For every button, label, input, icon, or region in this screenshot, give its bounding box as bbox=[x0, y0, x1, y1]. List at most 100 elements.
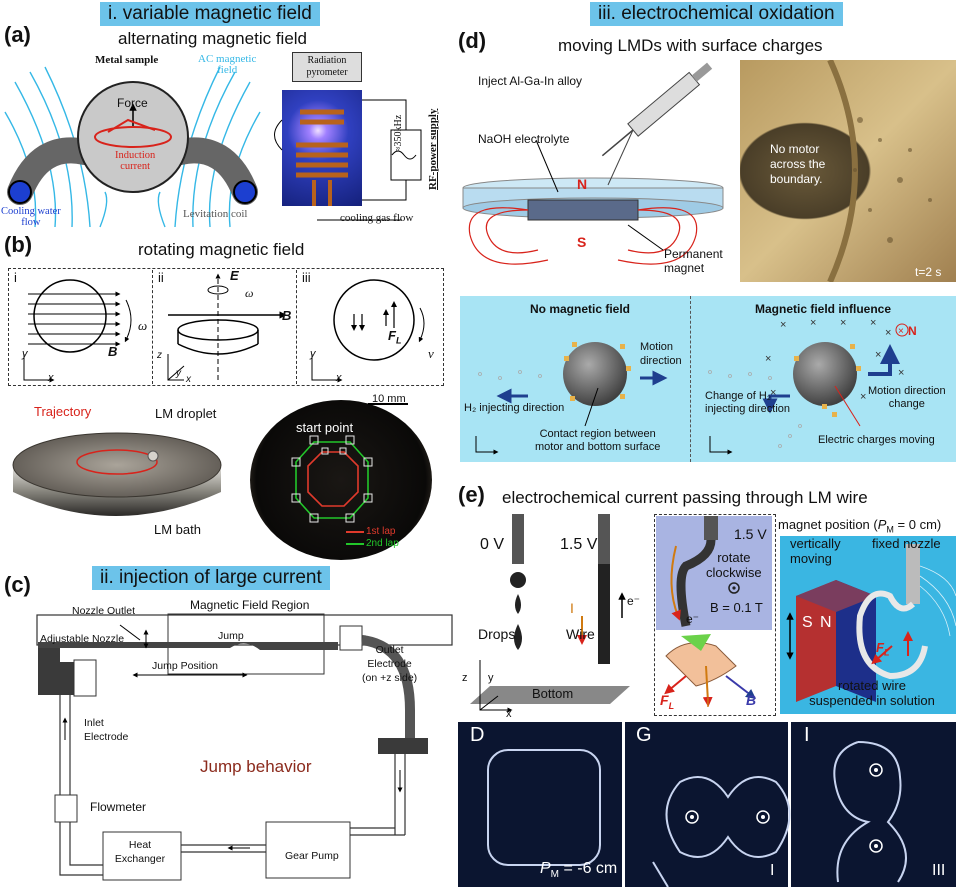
axis-y-i: y bbox=[22, 348, 28, 360]
wire-label: Wire bbox=[566, 626, 595, 642]
electric-charges-label: Electric charges moving bbox=[818, 434, 935, 446]
svg-text:×: × bbox=[898, 326, 904, 337]
lorentz-force-label-e: FL bbox=[660, 692, 674, 711]
axis-y-e: y bbox=[488, 672, 494, 684]
electron-label: e⁻ bbox=[627, 594, 640, 608]
levitation-coil-label: Levitation coil bbox=[183, 208, 247, 220]
voltage-15b-label: 1.5 V bbox=[734, 526, 767, 542]
b-field-label-ii: B bbox=[282, 308, 291, 323]
start-point-label: start point bbox=[296, 420, 353, 435]
jump-label: Jump bbox=[218, 630, 244, 642]
n-field-marker: N bbox=[908, 324, 917, 338]
field-influence-heading: Magnetic field influence bbox=[755, 302, 891, 316]
panel-d-title: moving LMDs with surface charges bbox=[558, 36, 823, 56]
axis-y-iii: y bbox=[310, 348, 316, 360]
time-label: t=2 s bbox=[915, 265, 941, 279]
photo-D-label: D bbox=[470, 724, 484, 747]
current-I-label-b: I bbox=[706, 694, 710, 710]
south-pole-label: S bbox=[577, 234, 586, 250]
no-field-heading: No magnetic field bbox=[530, 302, 630, 316]
svg-text:×: × bbox=[885, 327, 891, 339]
roman-I-label: I bbox=[770, 862, 774, 880]
svg-text:×: × bbox=[860, 391, 866, 403]
inject-label: Inject Al-Ga-In alloy bbox=[478, 74, 582, 88]
magnet-n-label: N bbox=[820, 614, 832, 632]
panel-e-title: electrochemical current passing through … bbox=[502, 488, 868, 508]
h2-direction-label: H₂ injecting direction bbox=[464, 402, 564, 414]
motion-change-label: Motion directionchange bbox=[868, 385, 946, 411]
panel-b-title: rotating magnetic field bbox=[138, 240, 304, 260]
magnet-position-label: magnet position (PM = 0 cm) bbox=[778, 517, 941, 535]
lorentz-force-label-photo: FL bbox=[876, 640, 889, 658]
axis-x-e: x bbox=[506, 708, 512, 720]
rotated-wire-label: rotated wiresuspended in solution bbox=[792, 678, 952, 708]
omega-label-i: ω bbox=[138, 318, 147, 334]
naoh-label: NaOH electrolyte bbox=[478, 132, 569, 146]
jump-behavior-label: Jump behavior bbox=[200, 757, 312, 777]
magnet-s-label: S bbox=[802, 614, 813, 632]
north-pole-label: N bbox=[577, 176, 587, 192]
lap1-label: 1st lap bbox=[366, 526, 395, 537]
field-strength-label: B = 0.1 T bbox=[710, 600, 763, 615]
fixed-nozzle-label: fixed nozzle bbox=[872, 536, 941, 551]
freq-label: ≈350kHz bbox=[393, 115, 404, 152]
electron-label-b: e⁻ bbox=[686, 612, 699, 626]
contact-region-label: Contact region betweenmotor and bottom s… bbox=[535, 428, 660, 454]
velocity-label: v bbox=[428, 346, 434, 362]
panel-label-d: (d) bbox=[458, 28, 486, 54]
lm-droplet-label: LM droplet bbox=[155, 406, 216, 421]
nozzle-outlet-label: Nozzle Outlet bbox=[72, 605, 135, 617]
jump-position-label: Jump Position bbox=[152, 660, 218, 672]
section-title-electrochemical: iii. electrochemical oxidation bbox=[590, 2, 843, 26]
gear-pump-label: Gear Pump bbox=[285, 850, 339, 862]
svg-text:×: × bbox=[898, 367, 904, 379]
svg-text:×: × bbox=[875, 349, 881, 361]
field-region-label: Magnetic Field Region bbox=[190, 598, 309, 612]
section-title-large-current: ii. injection of large current bbox=[92, 566, 330, 590]
adjustable-nozzle-label: Adjustable Nozzle bbox=[40, 633, 124, 645]
svg-text:×: × bbox=[840, 317, 846, 329]
force-label: Force bbox=[117, 96, 148, 110]
outlet-electrode-label: OutletElectrode(on +z side) bbox=[362, 643, 417, 685]
permanent-magnet-label: Permanentmagnet bbox=[664, 247, 723, 275]
omega-label-ii: ω bbox=[245, 286, 253, 301]
axis-y-ii: y bbox=[176, 368, 181, 379]
b-field-label-i: B bbox=[108, 344, 117, 359]
lm-bath-label: LM bath bbox=[154, 522, 201, 537]
metal-sample-label: Metal sample bbox=[95, 54, 158, 66]
svg-text:×: × bbox=[780, 319, 786, 331]
roman-III-label: III bbox=[932, 862, 945, 880]
panel-label-b: (b) bbox=[4, 232, 32, 258]
lorentz-force-label-iii: FL bbox=[388, 328, 401, 346]
axis-x-i: x bbox=[48, 372, 54, 384]
rf-power-label: RF-power supply bbox=[427, 109, 439, 190]
lap2-label: 2nd lap bbox=[366, 538, 399, 549]
bottom-label: Bottom bbox=[532, 686, 573, 701]
cooling-gas-label: cooling gas flow bbox=[340, 212, 413, 224]
b-field-label-e: B bbox=[746, 692, 756, 708]
svg-text:×: × bbox=[765, 353, 771, 365]
axis-z-ii: z bbox=[157, 350, 162, 361]
flowmeter-label: Flowmeter bbox=[90, 800, 146, 814]
svg-text:×: × bbox=[810, 317, 816, 329]
e-field-label: E bbox=[230, 268, 239, 283]
current-I-label: I bbox=[570, 600, 574, 616]
pm-negative-label: PM = -6 cm bbox=[540, 860, 617, 880]
rotating-field-diagrams bbox=[8, 268, 442, 384]
photo-I-label: I bbox=[804, 724, 810, 747]
section-title-variable-field: i. variable magnetic field bbox=[100, 2, 320, 26]
scale-bar-label: 10 mm bbox=[372, 393, 406, 405]
trajectory-label: Trajectory bbox=[34, 404, 91, 419]
drops-label: Drops bbox=[478, 626, 515, 642]
